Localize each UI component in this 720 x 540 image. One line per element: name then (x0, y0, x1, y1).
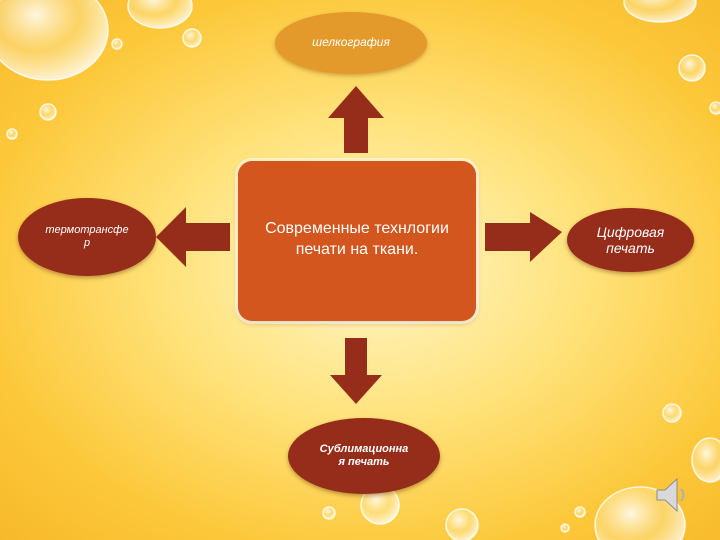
speaker-icon[interactable] (655, 475, 689, 515)
node-silkscreen: шелкография (275, 12, 427, 74)
node-digital-print-line1: Цифровая (596, 223, 665, 240)
node-sublimation-line1: Сублимационна (319, 443, 409, 456)
arrow-left (156, 207, 230, 267)
arrow-right (485, 212, 562, 262)
arrow-up (328, 86, 384, 153)
node-digital-print-label: Цифровая печать (576, 224, 686, 256)
center-box: Современные технлогии печати на ткани. (238, 161, 476, 321)
node-thermotransfer-line2: р (83, 237, 91, 249)
node-sublimation-line2: я печать (338, 456, 390, 468)
node-sublimation-label: Сублимационна я печать (304, 443, 424, 468)
node-silkscreen-label: шелкография (312, 35, 390, 50)
node-digital-print: Цифровая печать (567, 208, 694, 272)
node-thermotransfer: термотрансфе р (18, 198, 156, 276)
node-sublimation: Сублимационна я печать (288, 418, 440, 494)
node-thermotransfer-line1: термотрансфе (45, 224, 129, 237)
center-label-line2: печати на ткани. (295, 240, 419, 258)
node-digital-print-line2: печать (606, 240, 655, 256)
center-label-line1: Современные технлогии (265, 220, 449, 237)
arrow-down (330, 338, 382, 404)
node-thermotransfer-label: термотрансфе р (32, 224, 142, 249)
